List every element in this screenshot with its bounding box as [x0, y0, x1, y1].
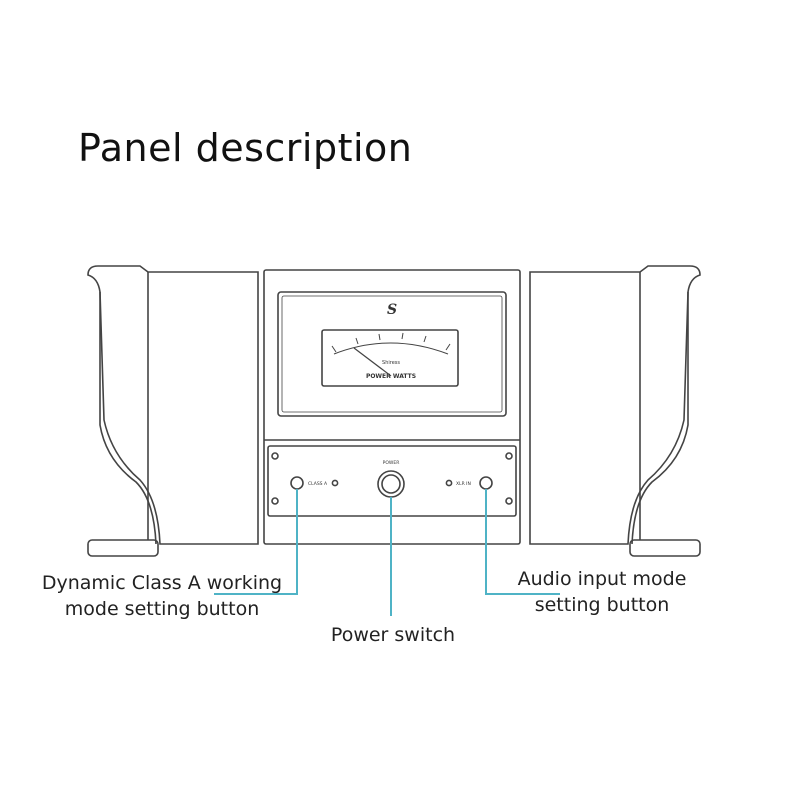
callout-class-a: Dynamic Class A working mode setting but…	[41, 572, 283, 620]
callout-input: Audio input mode setting button	[517, 568, 687, 616]
page-title: Panel description	[78, 126, 413, 170]
display-window	[277, 291, 507, 417]
leader-input	[485, 489, 560, 595]
vu-meter	[321, 329, 459, 387]
class-a-button	[290, 476, 304, 490]
right-heatsink	[529, 265, 701, 545]
input-label: XLR IN	[456, 481, 471, 487]
input-button	[479, 476, 493, 490]
power-label: POWER	[383, 460, 400, 466]
meter-brand: Shiress	[382, 360, 400, 366]
callout-power: Power switch	[330, 624, 456, 646]
leader-class-a	[214, 489, 298, 595]
class-a-label: CLASS A	[308, 481, 328, 487]
meter-label: POWER WATTS	[366, 373, 416, 380]
logo-mark: S	[387, 302, 397, 318]
left-heatsink	[87, 265, 259, 545]
